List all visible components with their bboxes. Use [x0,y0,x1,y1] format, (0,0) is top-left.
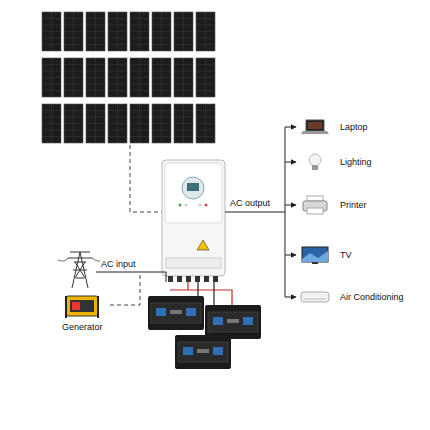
device-icon [298,290,332,304]
wiring-label: AC input [100,259,137,269]
device-icon [298,194,332,216]
device-node: Generator [62,292,103,332]
device-node: Printer [298,194,367,216]
device-icon [298,118,332,136]
ac-input-line [96,272,166,282]
dc-line [130,145,162,212]
device-node: Lighting [298,152,372,172]
device-label: TV [340,250,352,260]
device-label: Printer [340,200,367,210]
generator-line [110,272,140,305]
device-label: Laptop [340,122,368,132]
grid-tower [58,252,103,288]
device-node: TV [298,245,352,265]
ac-output-wiring [225,127,296,297]
wiring-label: AC output [229,198,271,208]
device-icon [298,152,332,172]
device-label: Generator [62,322,103,332]
device-node: Laptop [298,118,368,136]
device-icon [62,292,102,320]
device-label: Lighting [340,157,372,167]
device-label: Air Conditioning [340,292,404,302]
device-icon [298,245,332,265]
solar-panels [42,12,215,143]
batteries [148,296,261,369]
inverter [162,160,225,282]
device-node: Air Conditioning [298,290,404,304]
